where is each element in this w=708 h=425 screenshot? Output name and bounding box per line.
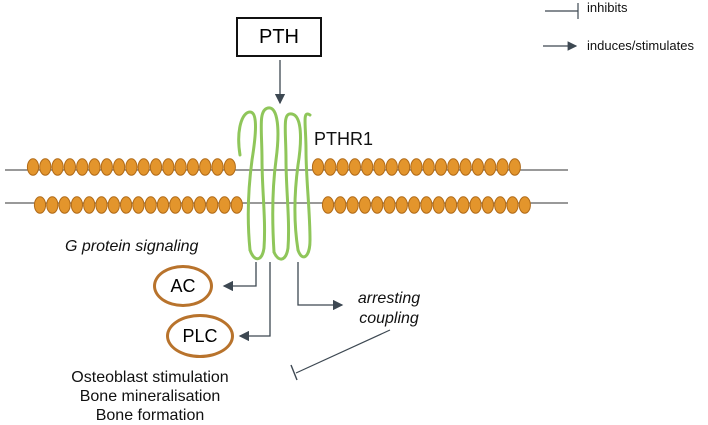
lipid-bead — [311, 158, 325, 176]
lipid-bead — [144, 196, 157, 214]
lipid-bead — [63, 158, 77, 176]
lipid-bead — [422, 158, 435, 176]
lipid-bead — [471, 158, 484, 176]
lipid-bead — [373, 158, 386, 176]
lipid-bead — [76, 158, 89, 176]
lipid-bead — [70, 196, 84, 214]
lipid-bead — [508, 158, 521, 176]
lipid-bead — [137, 158, 150, 176]
ac-node: AC — [153, 265, 213, 307]
lipid-bead — [83, 196, 96, 214]
arresting-line1: arresting — [357, 290, 421, 307]
lipid-bead — [324, 158, 337, 176]
lipid-bead — [51, 158, 64, 176]
lipid-bead — [174, 158, 187, 176]
plc-label: PLC — [182, 325, 218, 346]
receptor-to-plc-arrow — [238, 262, 271, 342]
lipid-bead — [218, 196, 231, 214]
lipid-bead — [169, 196, 182, 214]
lipid-bead — [398, 158, 411, 176]
lipid-bead — [223, 158, 236, 176]
lipid-bead — [361, 158, 374, 176]
lipid-bead — [186, 158, 199, 176]
receptor-helix-1 — [237, 110, 257, 252]
arresting-line2: coupling — [359, 310, 419, 327]
lipid-bead — [408, 196, 421, 214]
lipid-bead — [321, 196, 335, 214]
lipid-bead — [496, 158, 509, 176]
lipid-bead — [26, 158, 40, 176]
lipid-bead — [95, 196, 108, 214]
lipid-bead — [457, 196, 470, 214]
legend-stimulates-label: induces/stimulates — [587, 38, 694, 53]
lipid-bead — [336, 158, 349, 176]
lipid-bead — [444, 196, 458, 214]
plc-node: PLC — [166, 314, 234, 358]
lipid-bead — [385, 158, 398, 176]
pthr1-label: PTHR1 — [314, 129, 374, 149]
lipid-bead — [113, 158, 126, 176]
lipid-bead — [371, 196, 384, 214]
lipid-bead — [432, 196, 445, 214]
pth-label: PTH — [259, 25, 299, 48]
lipid-bead — [156, 196, 170, 214]
receptor-helix-3 — [272, 112, 302, 261]
lipid-bead — [211, 158, 224, 176]
lipid-bead — [334, 196, 347, 214]
lipid-bead — [206, 196, 219, 214]
lipid-bead — [181, 196, 194, 214]
lipid-bead — [410, 158, 423, 176]
lipid-bead — [39, 158, 52, 176]
lipid-bead — [383, 196, 396, 214]
lipid-bead — [346, 196, 359, 214]
lipid-bead — [459, 158, 472, 176]
arrestin-inhibit-bar — [290, 364, 298, 381]
outcomes-list: Osteoblast stimulation Bone mineralisati… — [45, 368, 255, 425]
ac-label: AC — [170, 275, 196, 296]
receptor-to-ac-arrow — [222, 262, 257, 292]
lipid-bead — [348, 158, 361, 176]
lipid-bead — [100, 158, 113, 176]
lipid-bead — [88, 158, 101, 176]
lipid-bead — [518, 196, 531, 214]
arresting-coupling-label: arresting coupling — [346, 289, 432, 329]
receptor-helix-2 — [248, 106, 280, 261]
g-protein-label: G protein signaling — [65, 238, 199, 255]
receptor-helix-4 — [296, 112, 312, 259]
lipid-bead — [132, 196, 145, 214]
lipid-bead — [434, 158, 448, 176]
arrestin-inhibit-line — [295, 329, 391, 374]
lipid-bead — [358, 196, 371, 214]
legend-inhibits-label: inhibits — [587, 0, 628, 15]
outcome-item: Bone mineralisation — [79, 388, 221, 405]
outcome-item: Bone formation — [95, 407, 205, 424]
lipid-bead — [58, 196, 71, 214]
lipid-bead — [46, 196, 59, 214]
lipid-bead — [107, 196, 120, 214]
lipid-bead — [481, 196, 494, 214]
lipid-bead — [469, 196, 482, 214]
pthr1-receptor-icon — [237, 106, 312, 261]
lipid-bead — [33, 196, 47, 214]
pth-box: PTH — [236, 17, 322, 57]
lipid-bead — [149, 158, 163, 176]
lipid-bead — [420, 196, 433, 214]
membrane-lipid-beads — [26, 158, 531, 214]
lipid-bead — [484, 158, 497, 176]
receptor-to-arrestin-arrow — [297, 262, 344, 311]
lipid-bead — [506, 196, 519, 214]
lipid-bead — [395, 196, 408, 214]
lipid-bead — [199, 158, 212, 176]
lipid-bead — [447, 158, 460, 176]
lipid-bead — [120, 196, 133, 214]
outcome-item: Osteoblast stimulation — [71, 369, 229, 386]
lipid-bead — [193, 196, 206, 214]
lipid-bead — [125, 158, 138, 176]
lipid-bead — [494, 196, 507, 214]
lipid-bead — [230, 196, 243, 214]
lipid-bead — [162, 158, 175, 176]
